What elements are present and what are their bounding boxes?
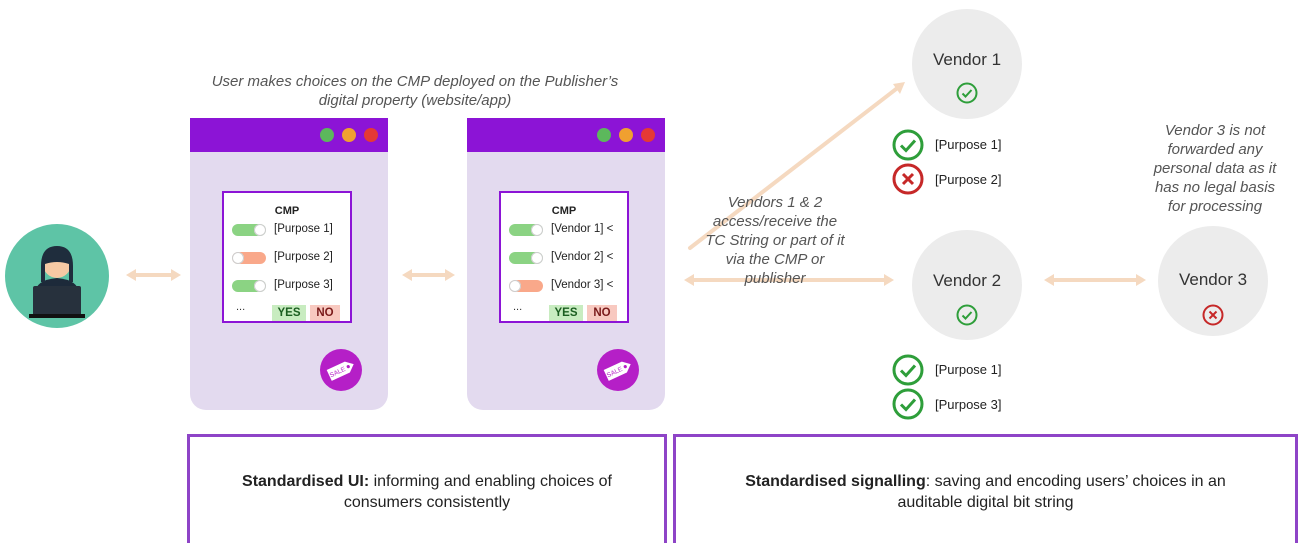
toggle-on[interactable] [232, 224, 266, 236]
footer-signalling-line-2: auditable digital bit string [897, 494, 1074, 511]
no-button[interactable]: NO [587, 305, 617, 321]
footer-ui-bold: Standardised UI: [242, 473, 370, 490]
vendor-1-purpose-1: [Purpose 1] [935, 137, 1002, 152]
caption-line: forwarded any [1167, 141, 1263, 158]
row-label: [Purpose 1] [274, 223, 333, 235]
vendor-name: Vendor 3 [1178, 270, 1248, 289]
cmp-window-vendors: CMP [Vendor 1] < [Vendor 2] < [Vendor 3]… [467, 118, 665, 410]
vendor-name: Vendor 2 [932, 271, 1002, 290]
middle-caption: Vendors 1 & 2 access/receive the TC Stri… [680, 193, 870, 288]
cmp-panel: CMP [Vendor 1] < [Vendor 2] < [Vendor 3]… [499, 191, 629, 323]
top-caption-line-1: User makes choices on the CMP deployed o… [211, 73, 619, 90]
row-label: [Vendor 1] < [551, 223, 614, 235]
caption-line: via the CMP or [725, 251, 825, 268]
toggle-off[interactable] [509, 280, 543, 292]
row-label: [Vendor 2] < [551, 251, 614, 263]
green-dot-icon [597, 128, 611, 142]
footer-signalling-bold: Standardised signalling [745, 473, 926, 490]
footer-standardised-signalling: Standardised signalling: saving and enco… [673, 434, 1298, 543]
caption-line: for processing [1167, 198, 1263, 215]
cmp-window-purposes: CMP [Purpose 1] [Purpose 2] [Purpose 3] … [190, 118, 388, 410]
caption-line: TC String or part of it [705, 232, 845, 249]
cross-circle-icon [1202, 304, 1224, 326]
vendor-2-purpose-3: [Purpose 3] [935, 397, 1002, 412]
vendor-2-node: Vendor 2 [912, 230, 1022, 340]
user-avatar-icon [5, 224, 109, 328]
red-dot-icon [364, 128, 378, 142]
check-circle-icon [956, 82, 978, 104]
caption-line: personal data as it [1153, 160, 1277, 177]
toggle-off[interactable] [232, 252, 266, 264]
caption-line: publisher [744, 270, 806, 287]
top-caption: User makes choices on the CMP deployed o… [180, 72, 650, 110]
row-label: [Vendor 3] < [551, 279, 614, 291]
window-title-bar [467, 118, 665, 152]
toggle-on[interactable] [509, 224, 543, 236]
footer-standardised-ui: Standardised UI: informing and enabling … [187, 434, 667, 543]
top-caption-line-2: digital property (website/app) [318, 92, 512, 109]
check-circle-icon [892, 388, 924, 420]
no-button[interactable]: NO [310, 305, 340, 321]
footer-ui-line-2: consumers consistently [343, 494, 511, 511]
window-title-bar [190, 118, 388, 152]
caption-line: Vendors 1 & 2 [727, 194, 823, 211]
green-dot-icon [320, 128, 334, 142]
vendor-name: Vendor 1 [932, 50, 1002, 69]
caption-line: access/receive the [712, 213, 838, 230]
footer-ui-text: informing and enabling choices of [369, 473, 612, 490]
vendor-3-caption: Vendor 3 is not forwarded any personal d… [1135, 121, 1295, 216]
orange-dot-icon [619, 128, 633, 142]
cmp-panel: CMP [Purpose 1] [Purpose 2] [Purpose 3] … [222, 191, 352, 323]
check-circle-icon [956, 304, 978, 326]
vendor-1-purpose-2: [Purpose 2] [935, 172, 1002, 187]
vendor-1-node: Vendor 1 [912, 9, 1022, 119]
toggle-on[interactable] [509, 252, 543, 264]
yes-button[interactable]: YES [272, 305, 306, 321]
more-ellipsis: ... [513, 301, 523, 313]
red-dot-icon [641, 128, 655, 142]
caption-line: has no legal basis [1154, 179, 1276, 196]
vendor-2-purpose-1: [Purpose 1] [935, 362, 1002, 377]
yes-button[interactable]: YES [549, 305, 583, 321]
vendor-3-node: Vendor 3 [1158, 226, 1268, 336]
more-ellipsis: ... [236, 301, 246, 313]
row-label: [Purpose 3] [274, 279, 333, 291]
cmp-title: CMP [274, 205, 300, 217]
check-circle-icon [892, 129, 924, 161]
caption-line: Vendor 3 is not [1164, 122, 1266, 139]
cross-circle-icon [892, 163, 924, 195]
row-label: [Purpose 2] [274, 251, 333, 263]
sale-tag-icon: SALE [597, 349, 639, 391]
toggle-on[interactable] [232, 280, 266, 292]
orange-dot-icon [342, 128, 356, 142]
sale-tag-icon: SALE [320, 349, 362, 391]
check-circle-icon [892, 354, 924, 386]
footer-signalling-text: : saving and encoding users’ choices in … [925, 473, 1226, 490]
cmp-title: CMP [551, 205, 577, 217]
